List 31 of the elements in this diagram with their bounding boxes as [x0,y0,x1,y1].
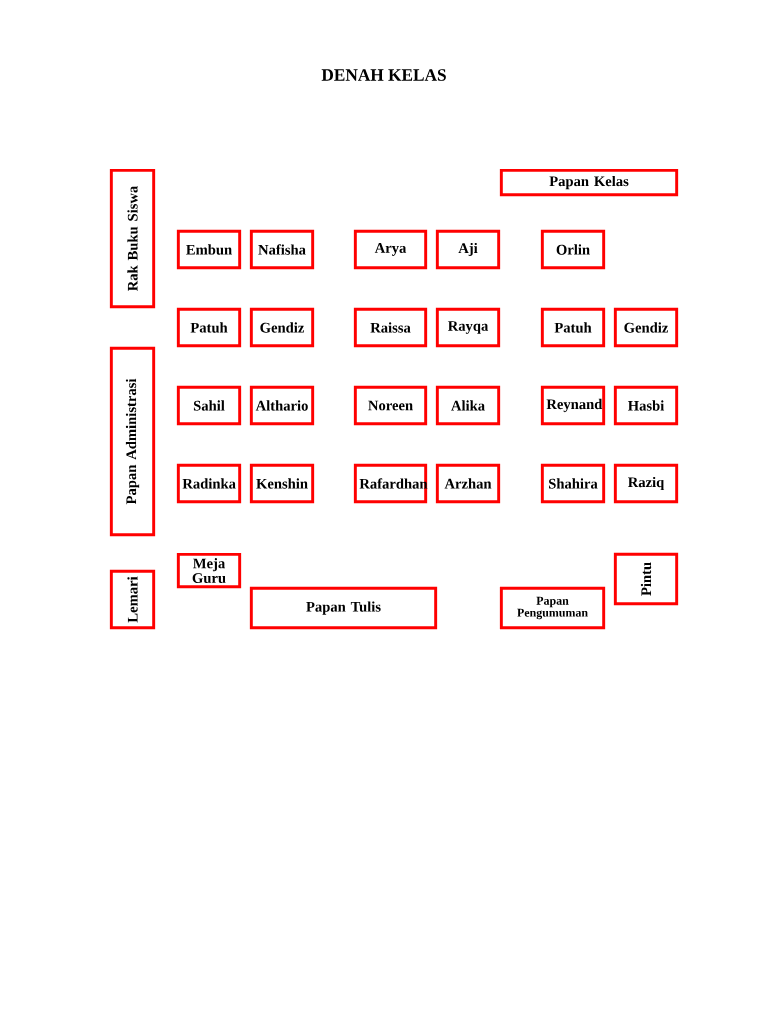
desk-box: Alika [435,385,501,426]
desk-box: Aji [435,229,501,270]
desk-box: Hasbi [613,385,679,426]
desk-box: Gendiz [613,307,679,348]
desk-box: Patuh [176,307,242,348]
desk-box: Raissa [353,307,428,348]
desk-box: Embun [176,229,242,270]
desk-box: Radinka [176,463,242,504]
board-box: Papan Kelas [499,168,679,197]
desk-box: Arzhan [435,463,501,504]
desk-box: Orlin [540,229,606,270]
desk-box: Sahil [176,385,242,426]
desk-box: Nafisha [249,229,315,270]
board-box: Papan Tulis [249,586,438,630]
teacher-desk-box: Meja Guru [176,552,242,589]
desk-box: Reynand [540,385,606,426]
board-box: Papan Pengumuman [499,586,606,630]
desk-box: Raziq [613,463,679,504]
desk-box: Noreen [353,385,428,426]
cupboard-box: Lemari [109,569,156,630]
board-box: Papan Administrasi [109,346,156,537]
desk-box: Shahira [540,463,606,504]
title: DENAH KELAS [321,69,446,81]
desk-box: Althario [249,385,315,426]
desk-box: Rayqa [435,307,501,348]
door-box: Pintu [613,552,679,606]
desk-box: Gendiz [249,307,315,348]
shelf-box: Rak Buku Siswa [109,168,156,309]
desk-box: Patuh [540,307,606,348]
desk-box: Arya [353,229,428,270]
desk-box: Kenshin [249,463,315,504]
